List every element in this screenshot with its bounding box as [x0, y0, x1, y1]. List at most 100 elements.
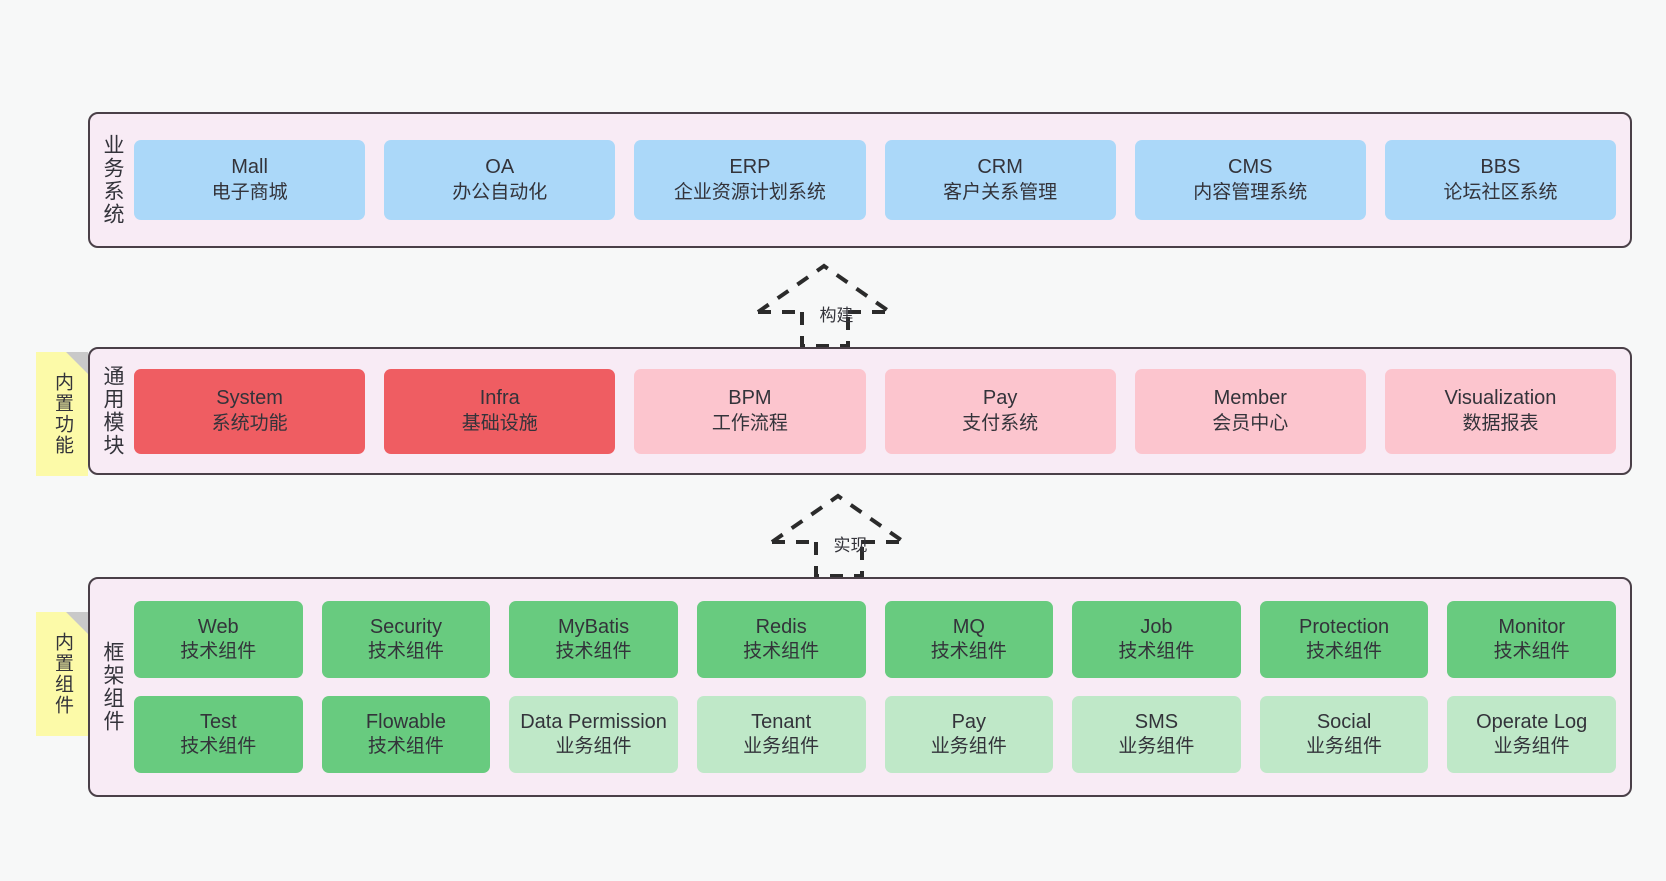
- card-bbs-desc: 论坛社区系统: [1443, 181, 1558, 203]
- card-mall-name: Mall: [231, 156, 268, 179]
- dashed-up-arrow-icon: [770, 493, 906, 578]
- card-pay-component-name: Pay: [951, 710, 987, 733]
- card-crm[interactable]: CRM 客户关系管理: [884, 140, 1116, 220]
- layer-business-systems: 业务系统 Mall 电子商城 OA 办公自动化 ERP 企业资源计划系统 CRM…: [88, 112, 1632, 248]
- card-flowable-name: Flowable: [365, 710, 446, 733]
- card-protection-desc: 技术组件: [1306, 641, 1383, 663]
- card-web-name: Web: [197, 615, 239, 638]
- card-monitor-desc: 技术组件: [1493, 641, 1570, 663]
- card-system[interactable]: System 系统功能: [134, 368, 366, 454]
- card-mq[interactable]: MQ 技术组件: [884, 601, 1054, 678]
- card-monitor-name: Monitor: [1498, 615, 1566, 638]
- card-sms-desc: 业务组件: [1118, 736, 1195, 758]
- layer-business-systems-label: 业务系统: [101, 134, 125, 226]
- card-redis-name: Redis: [755, 615, 807, 638]
- card-oa[interactable]: OA 办公自动化: [384, 140, 616, 220]
- card-web-desc: 技术组件: [180, 641, 257, 663]
- connector-implement-label: 实现: [833, 536, 868, 555]
- card-mybatis[interactable]: MyBatis 技术组件: [509, 601, 678, 678]
- card-mybatis-desc: 技术组件: [555, 641, 632, 663]
- card-oa-desc: 办公自动化: [452, 181, 548, 203]
- card-mall-desc: 电子商城: [211, 181, 288, 203]
- card-job-name: Job: [1140, 615, 1173, 638]
- card-web[interactable]: Web 技术组件: [134, 601, 303, 678]
- card-security-desc: 技术组件: [367, 641, 444, 663]
- note-builtin-features-label: 内置功能: [51, 372, 73, 456]
- card-system-name: System: [216, 387, 283, 410]
- card-social[interactable]: Social 业务组件: [1259, 696, 1429, 773]
- card-bbs[interactable]: BBS 论坛社区系统: [1384, 140, 1617, 220]
- card-cms-desc: 内容管理系统: [1193, 181, 1308, 203]
- card-job[interactable]: Job 技术组件: [1072, 601, 1241, 678]
- card-bpm-desc: 工作流程: [711, 412, 788, 434]
- card-tenant-name: Tenant: [751, 710, 812, 733]
- layer-common-modules-body: System 系统功能 Infra 基础设施 BPM 工作流程 Pay 支付系统…: [134, 349, 1630, 473]
- card-visualization-desc: 数据报表: [1462, 412, 1539, 434]
- card-crm-name: CRM: [977, 156, 1023, 179]
- card-bpm-name: BPM: [728, 387, 772, 410]
- card-operate-log-desc: 业务组件: [1493, 736, 1570, 758]
- card-data-permission[interactable]: Data Permission 业务组件: [509, 696, 678, 773]
- layer-business-systems-body: Mall 电子商城 OA 办公自动化 ERP 企业资源计划系统 CRM 客户关系…: [134, 114, 1630, 246]
- business-systems-row: Mall 电子商城 OA 办公自动化 ERP 企业资源计划系统 CRM 客户关系…: [134, 140, 1617, 220]
- card-erp-desc: 企业资源计划系统: [673, 181, 826, 203]
- card-visualization[interactable]: Visualization 数据报表: [1384, 368, 1617, 454]
- card-member-desc: 会员中心: [1212, 412, 1289, 434]
- layer-framework-components: 框架组件 Web 技术组件 Security 技术组件 MyBatis 技术组件…: [88, 577, 1632, 797]
- card-pay-component-desc: 业务组件: [930, 736, 1007, 758]
- card-pay-module-desc: 支付系统: [962, 412, 1039, 434]
- card-test-desc: 技术组件: [180, 736, 257, 758]
- card-social-desc: 业务组件: [1306, 736, 1383, 758]
- card-test-name: Test: [199, 710, 237, 733]
- card-member-name: Member: [1213, 387, 1287, 410]
- card-bpm[interactable]: BPM 工作流程: [634, 368, 866, 454]
- note-fold-corner-icon: [66, 612, 88, 634]
- common-modules-row: System 系统功能 Infra 基础设施 BPM 工作流程 Pay 支付系统…: [134, 368, 1617, 454]
- card-crm-desc: 客户关系管理: [943, 181, 1058, 203]
- card-redis[interactable]: Redis 技术组件: [696, 601, 866, 678]
- card-operate-log[interactable]: Operate Log 业务组件: [1447, 696, 1616, 773]
- card-sms[interactable]: SMS 业务组件: [1072, 696, 1241, 773]
- card-social-name: Social: [1316, 710, 1372, 733]
- card-protection-name: Protection: [1299, 615, 1390, 638]
- card-pay-module[interactable]: Pay 支付系统: [884, 368, 1116, 454]
- card-security-name: Security: [369, 615, 443, 638]
- layer-framework-components-label: 框架组件: [101, 641, 125, 733]
- connector-implement: 实现: [770, 492, 920, 578]
- card-infra-desc: 基础设施: [461, 412, 538, 434]
- layer-common-modules: 通用模块 System 系统功能 Infra 基础设施 BPM 工作流程 Pay…: [88, 347, 1632, 475]
- card-flowable[interactable]: Flowable 技术组件: [321, 696, 491, 773]
- framework-biz-row: Test 技术组件 Flowable 技术组件 Data Permission …: [134, 696, 1616, 773]
- dashed-up-arrow-icon: [756, 263, 892, 348]
- connector-build-label: 构建: [819, 306, 854, 325]
- card-test[interactable]: Test 技术组件: [134, 696, 303, 773]
- card-data-permission-desc: 业务组件: [555, 736, 632, 758]
- card-security[interactable]: Security 技术组件: [321, 601, 491, 678]
- card-protection[interactable]: Protection 技术组件: [1259, 601, 1429, 678]
- note-builtin-components-label: 内置组件: [51, 632, 73, 716]
- card-monitor[interactable]: Monitor 技术组件: [1447, 601, 1616, 678]
- note-fold-corner-icon: [66, 352, 88, 374]
- framework-tech-row: Web 技术组件 Security 技术组件 MyBatis 技术组件 Redi…: [134, 601, 1616, 678]
- card-infra[interactable]: Infra 基础设施: [384, 368, 616, 454]
- card-operate-log-name: Operate Log: [1476, 710, 1588, 733]
- card-erp[interactable]: ERP 企业资源计划系统: [634, 140, 866, 220]
- note-builtin-components: 内置组件: [36, 612, 88, 736]
- card-pay-component[interactable]: Pay 业务组件: [884, 696, 1054, 773]
- connector-build: 构建: [756, 262, 906, 348]
- card-data-permission-name: Data Permission: [520, 710, 667, 733]
- card-erp-name: ERP: [729, 156, 771, 179]
- card-tenant-desc: 业务组件: [743, 736, 820, 758]
- card-pay-module-name: Pay: [982, 387, 1018, 410]
- card-member[interactable]: Member 会员中心: [1134, 368, 1366, 454]
- card-job-desc: 技术组件: [1118, 641, 1195, 663]
- card-redis-desc: 技术组件: [743, 641, 820, 663]
- card-mall[interactable]: Mall 电子商城: [134, 140, 366, 220]
- card-mq-name: MQ: [952, 615, 985, 638]
- note-builtin-features: 内置功能: [36, 352, 88, 476]
- layer-common-modules-label: 通用模块: [101, 365, 125, 457]
- card-tenant[interactable]: Tenant 业务组件: [696, 696, 866, 773]
- card-cms[interactable]: CMS 内容管理系统: [1134, 140, 1366, 220]
- card-infra-name: Infra: [479, 387, 520, 410]
